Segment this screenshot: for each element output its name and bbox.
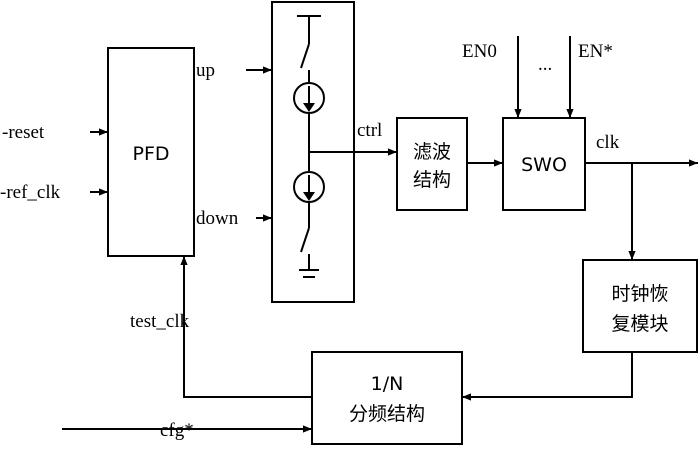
en0-label: EN0 [462, 41, 497, 62]
test-clk-feedback-wire [180, 256, 312, 398]
divider-block [311, 351, 463, 445]
clock-recovery-block [582, 259, 698, 353]
filter-label-line1: 滤波 [413, 141, 451, 163]
reset-label: -reset [2, 122, 45, 143]
ctrl-label: ctrl [357, 120, 382, 141]
en-ellipsis: ... [538, 54, 552, 75]
divider-label-line1: 1/N [371, 373, 404, 395]
filter-block [396, 117, 468, 211]
filter-label-line2: 结构 [413, 169, 451, 191]
cfg-label: cfg* [160, 420, 194, 441]
test-clk-label: test_clk [130, 311, 190, 332]
down-label: down [196, 208, 239, 229]
divider-label-line2: 分频结构 [349, 403, 425, 425]
en-star-label: EN* [578, 41, 613, 62]
ref-clk-label: -ref_clk [0, 182, 61, 203]
pfd-label: PFD [132, 143, 169, 165]
clock-recovery-label-line1: 时钟恢 [611, 283, 668, 305]
clock-recovery-label-line2: 复模块 [611, 313, 668, 335]
clk-label: clk [596, 132, 620, 153]
charge-pump-circuit [293, 15, 325, 278]
up-label: up [196, 60, 215, 81]
swo-label: SWO [521, 154, 567, 176]
pfd-block [107, 47, 195, 257]
recovery-to-divider-wire [462, 352, 633, 401]
